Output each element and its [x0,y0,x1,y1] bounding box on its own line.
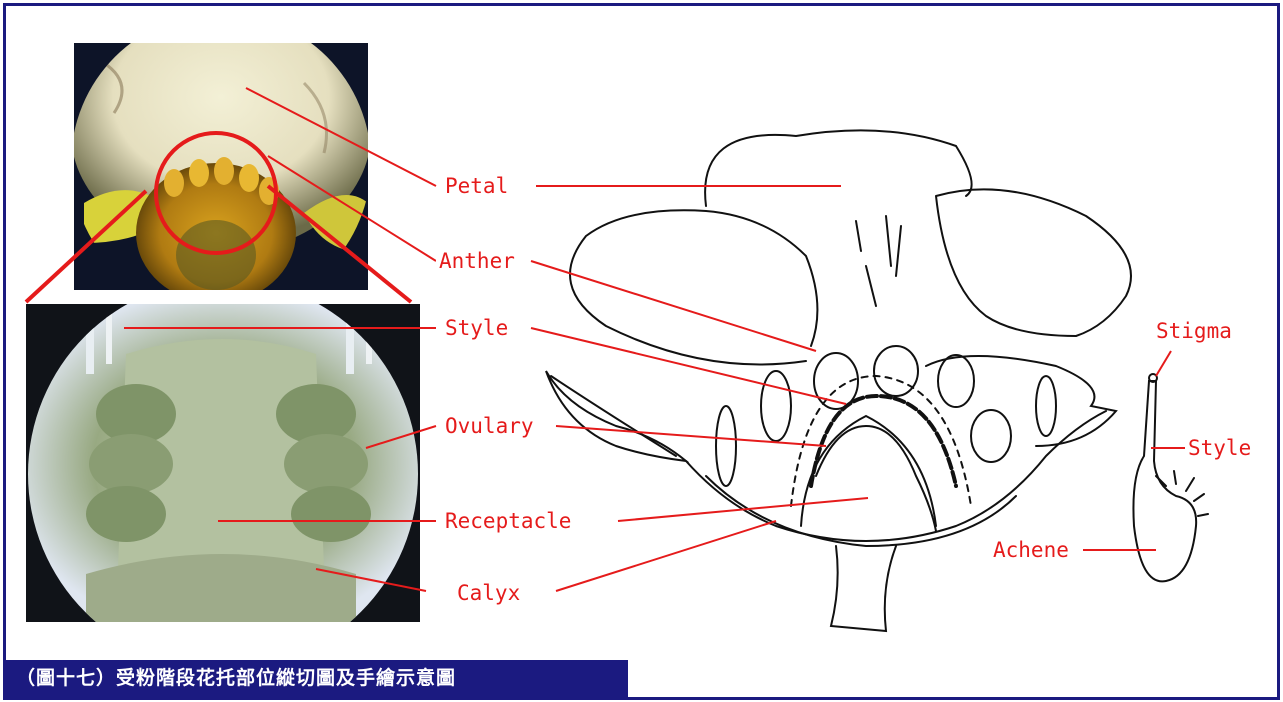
label-anther: Anther [436,249,518,273]
zoom-connector-lines [26,186,411,302]
label-ovulary: Ovulary [442,414,537,438]
label-petal: Petal [442,174,511,198]
label-stigma: Stigma [1153,319,1235,343]
figure-caption: （圖十七）受粉階段花托部位縱切圖及手繪示意圖 [6,660,628,697]
label-style-right: Style [1185,436,1254,460]
flower-sketch [546,130,1208,631]
diagram-overlay [6,6,1277,697]
label-receptacle: Receptacle [442,509,574,533]
label-calyx: Calyx [454,581,523,605]
figure-frame: Petal Anther Style Ovulary Receptacle Ca… [3,3,1280,700]
label-style: Style [442,316,511,340]
label-achene: Achene [990,538,1072,562]
leader-lines [124,88,1186,591]
